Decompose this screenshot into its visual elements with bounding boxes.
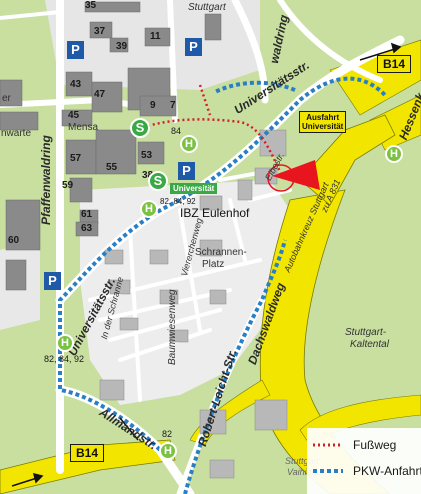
ibz-eulenhof-label: IBZ Eulenhof xyxy=(180,206,250,220)
building-59: 59 xyxy=(62,180,74,191)
car-route-west xyxy=(58,350,162,452)
pfaffenwaldring-label: Pfaffenwaldring xyxy=(39,135,53,225)
car-route-south xyxy=(183,239,287,494)
light-buildings xyxy=(99,129,288,479)
baumwiesenweg-label: Baumwiesenweg xyxy=(167,289,178,365)
schrannen-platz-label-1: Schrannen- xyxy=(195,247,247,258)
sbahn-icon: S xyxy=(148,171,168,191)
bus-stop-lines: 82, 84, 92 xyxy=(44,354,85,364)
foot-route-branch xyxy=(198,84,212,116)
building-47: 47 xyxy=(94,89,106,100)
building-38: 38 xyxy=(142,170,154,181)
building-57: 57 xyxy=(70,153,82,164)
bus-stop-icon: H xyxy=(56,334,74,352)
bus-stop-lines: 84 xyxy=(171,126,182,136)
universitaet-tag: Universität xyxy=(170,183,218,194)
vaihingen-label-2: Vaihingen xyxy=(287,468,327,477)
legend-label: Fußweg xyxy=(353,438,397,452)
parking-icon: P xyxy=(44,272,61,290)
ausfahrt-sign: Ausfahrt Universität xyxy=(299,111,347,133)
legend-label: PKW-Anfahrt xyxy=(353,464,421,478)
foot-route xyxy=(147,118,284,177)
building-9: 9 xyxy=(150,100,156,111)
building-60: 60 xyxy=(8,235,20,246)
car-route-loop xyxy=(214,80,296,94)
b14-sign-bottom: B14 xyxy=(70,444,104,462)
building-39: 39 xyxy=(116,41,128,52)
target-arrow xyxy=(272,160,320,190)
building-63: 63 xyxy=(81,223,93,234)
schrannen-platz-label-2: Platz xyxy=(202,259,225,270)
vaihingen-label-1: Stuttgart- xyxy=(285,456,323,466)
parking-icon: P xyxy=(67,41,84,59)
building-35: 35 xyxy=(85,0,97,11)
mensa-label: Mensa xyxy=(68,122,99,133)
foot-route-swatch xyxy=(313,443,343,447)
ausfahrt-line1: Ausfahrt xyxy=(306,113,340,122)
building-55: 55 xyxy=(106,162,118,173)
stuttgart-street-label: Stuttgart xyxy=(188,2,226,13)
bus-stop-lines: 82 xyxy=(162,429,173,439)
building-53: 53 xyxy=(141,150,153,161)
building-37: 37 xyxy=(94,26,106,37)
kaltental-label-2: Kaltental xyxy=(350,339,389,350)
bus-stop-lines: 82, 84, 92 xyxy=(160,197,196,206)
bus-stop-icon: H xyxy=(180,135,198,153)
b14-sign-top: B14 xyxy=(377,55,411,73)
bus-stop-icon: H xyxy=(385,145,403,163)
car-route-north xyxy=(58,76,387,350)
campus-buildings xyxy=(0,1,222,291)
building-11: 11 xyxy=(150,31,161,42)
direction-arrows xyxy=(11,42,402,487)
bus-stop-icon: H xyxy=(159,442,177,460)
map-legend: Fußweg PKW-Anfahrt xyxy=(307,428,421,494)
kaltental-label-1: Stuttgart- xyxy=(345,327,387,338)
building-43: 43 xyxy=(70,79,82,90)
sternwarte-label-top: er xyxy=(2,93,11,104)
parking-icon: P xyxy=(185,38,202,56)
parking-icon: P xyxy=(178,162,195,180)
building-45: 45 xyxy=(68,110,80,121)
building-7: 7 xyxy=(170,100,176,111)
sternwarte-label: nwarte xyxy=(1,128,32,139)
car-route-swatch xyxy=(313,469,343,473)
ausfahrt-line2: Universität xyxy=(302,122,344,131)
sbahn-icon: S xyxy=(130,118,150,138)
building-61: 61 xyxy=(81,209,93,220)
bus-stop-icon: H xyxy=(140,200,158,218)
